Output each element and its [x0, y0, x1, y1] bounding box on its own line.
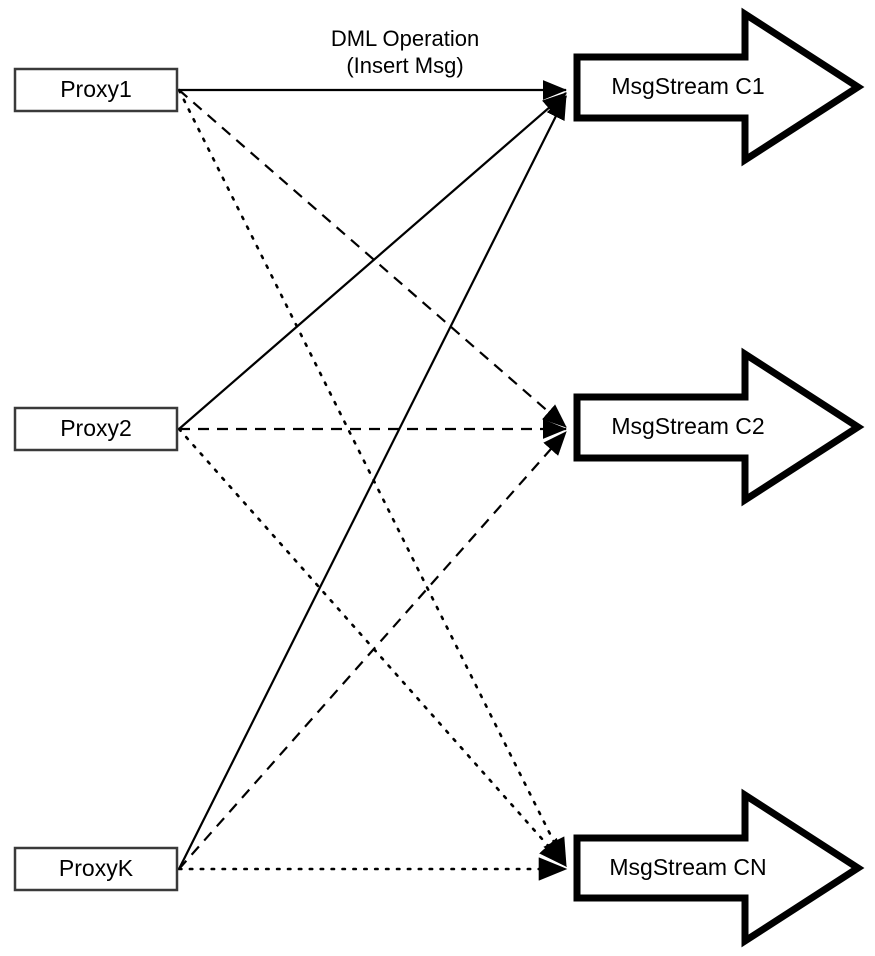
node-msgstream-c2[interactable]: MsgStream C2 [573, 347, 865, 507]
caption-line-2: (Insert Msg) [346, 53, 463, 78]
node-proxy1[interactable]: Proxy1 [13, 67, 179, 113]
proxyk-label: ProxyK [59, 855, 134, 881]
msgstream-c2-arrow-shape[interactable] [573, 347, 865, 507]
proxy2-label: Proxy2 [60, 415, 132, 441]
edge-proxy1-to-c2 [178, 89, 567, 428]
edge-proxy2-to-c1 [178, 92, 567, 430]
msgstream-c1-label: MsgStream C1 [611, 73, 764, 99]
edge-proxy1-to-cn [177, 88, 568, 868]
node-proxyk[interactable]: ProxyK [13, 846, 179, 892]
msgstream-c2-label: MsgStream C2 [611, 413, 764, 439]
node-msgstream-c1[interactable]: MsgStream C1 [573, 7, 865, 167]
proxyk-box[interactable] [13, 846, 179, 892]
node-proxy2[interactable]: Proxy2 [13, 406, 179, 452]
edge-proxyk-to-c1 [178, 95, 567, 870]
edge-group-proxy1 [177, 80, 568, 868]
msgstream-c1-arrow-shape[interactable] [573, 7, 865, 167]
proxy1-label: Proxy1 [60, 76, 132, 102]
edge-group-proxyk [177, 95, 568, 881]
proxy1-box[interactable] [13, 67, 179, 113]
edge-proxy2-to-cn [177, 427, 568, 868]
msgstream-cn-label: MsgStream CN [609, 854, 766, 880]
proxy2-box[interactable] [13, 406, 179, 452]
edge-caption-dml-operation: DML Operation (Insert Msg) [331, 26, 479, 78]
caption-line-1: DML Operation [331, 26, 479, 51]
edge-group-proxy2 [177, 92, 568, 868]
edge-proxyk-to-c2 [178, 431, 567, 870]
node-msgstream-cn[interactable]: MsgStream CN [573, 788, 865, 948]
msgstream-cn-arrow-shape[interactable] [573, 788, 865, 948]
